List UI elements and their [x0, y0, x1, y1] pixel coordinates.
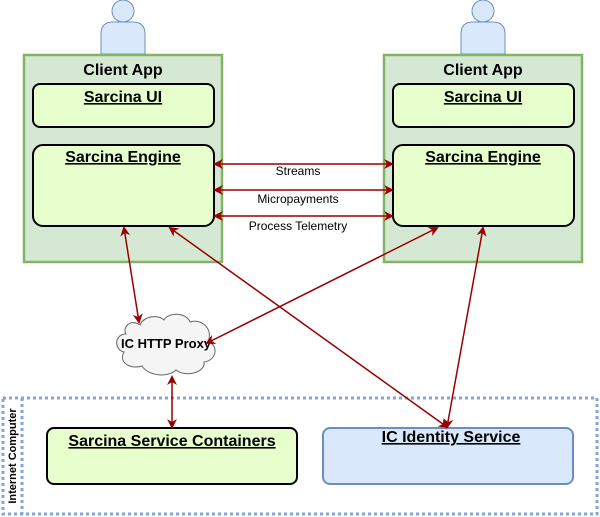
ic-http-proxy[interactable]: IC HTTP Proxy [116, 313, 216, 376]
connection-left-engine-proxy[interactable] [120, 226, 143, 324]
right-sarcina-ui[interactable]: Sarcina UI [392, 83, 575, 128]
right-client-app-title: Client App [443, 62, 523, 79]
process-telemetry-link[interactable]: Process Telemetry [213, 211, 394, 233]
left-sarcina-engine-label: Sarcina Engine [65, 149, 181, 166]
person-icon [100, 0, 146, 55]
right-sarcina-engine[interactable]: Sarcina Engine [392, 144, 575, 227]
micropayments-link[interactable]: Micropayments [213, 185, 394, 206]
connection-right-engine-identity[interactable] [443, 226, 487, 429]
sarcina-service-containers-label: Sarcina Service Containers [68, 433, 275, 450]
ic-http-proxy-label: IC HTTP Proxy [121, 336, 212, 351]
right-sarcina-engine-label: Sarcina Engine [425, 149, 541, 166]
left-sarcina-engine[interactable]: Sarcina Engine [32, 144, 215, 227]
micropayments-label: Micropayments [257, 192, 338, 206]
ic-identity-service[interactable]: IC Identity Service [322, 427, 574, 485]
person-icon [460, 0, 506, 55]
left-sarcina-ui[interactable]: Sarcina UI [32, 83, 215, 128]
right-client-app[interactable]: Client App Sarcina UI Sarcina Engine [382, 0, 584, 264]
right-sarcina-ui-label: Sarcina UI [444, 89, 522, 106]
left-sarcina-ui-label: Sarcina UI [84, 89, 162, 106]
streams-link[interactable]: Streams [213, 159, 394, 178]
sarcina-service-containers[interactable]: Sarcina Service Containers [46, 427, 298, 485]
ic-identity-service-label: IC Identity Service [382, 429, 521, 446]
left-client-app-title: Client App [83, 62, 163, 79]
process-telemetry-label: Process Telemetry [249, 219, 347, 233]
internet-computer-label: Internet Computer [7, 408, 19, 504]
left-client-app[interactable]: Client App Sarcina UI Sarcina Engine [22, 0, 224, 264]
connection-right-engine-proxy[interactable] [205, 227, 439, 344]
streams-label: Streams [276, 164, 321, 178]
